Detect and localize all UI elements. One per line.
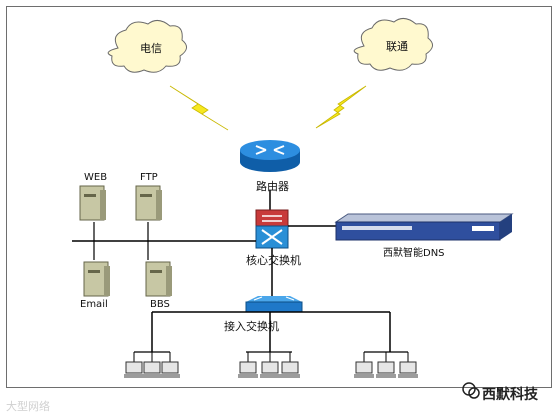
pc-icon <box>238 361 258 378</box>
server-ftp-label: FTP <box>140 172 158 183</box>
access-switch-label: 接入交换机 <box>224 320 279 333</box>
core-switch-icon <box>255 209 289 249</box>
server-email-icon <box>83 261 110 297</box>
pc-icon <box>398 361 418 378</box>
pc-icon <box>124 361 144 378</box>
pc-icon <box>354 361 374 378</box>
access-switch-icon <box>245 296 303 313</box>
server-ftp-icon <box>135 185 162 221</box>
server-bbs-icon <box>145 261 172 297</box>
workstation-group-2 <box>238 351 300 378</box>
dns-appliance-label: 西默智能DNS <box>383 248 445 259</box>
watermark-left: 大型网络 <box>6 400 50 413</box>
dns-appliance-icon <box>334 213 514 241</box>
server-email-label: Email <box>80 299 108 310</box>
pc-icon <box>376 361 396 378</box>
cloud-unicom <box>353 18 433 71</box>
cloud-telecom-label: 电信 <box>140 42 162 55</box>
core-switch-label: 核心交换机 <box>246 254 301 267</box>
router-icon <box>240 140 300 172</box>
cloud-unicom-label: 联通 <box>386 40 408 53</box>
cloud-telecom <box>107 20 187 73</box>
pc-icon <box>260 361 280 378</box>
server-web-label: WEB <box>84 172 108 183</box>
workstation-group-3 <box>354 351 418 378</box>
workstation-group-1 <box>124 351 180 378</box>
watermark-right: 西默科技 <box>482 387 538 403</box>
router-label: 路由器 <box>256 180 289 193</box>
pc-icon <box>142 361 162 378</box>
pc-icon <box>160 361 180 378</box>
lightning-right-icon <box>315 85 367 129</box>
wechat-icon <box>462 382 480 399</box>
server-web-icon <box>79 185 106 221</box>
server-bbs-label: BBS <box>150 299 170 310</box>
pc-icon <box>280 361 300 378</box>
lightning-left-icon <box>169 85 229 131</box>
